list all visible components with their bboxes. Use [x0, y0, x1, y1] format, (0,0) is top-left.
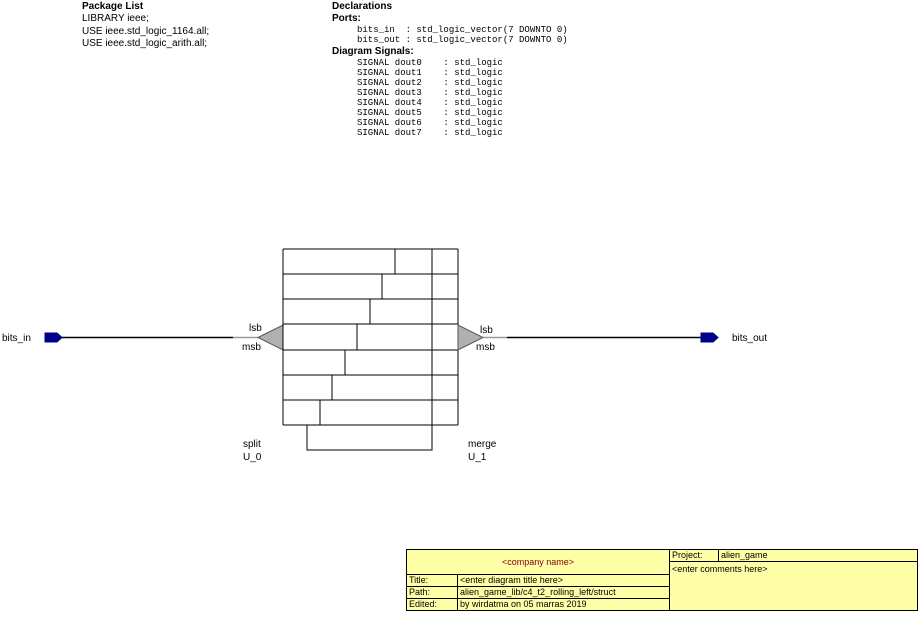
- signal-declaration: SIGNAL dout6 : std_logic: [357, 118, 503, 128]
- declarations-title: Declarations: [332, 1, 393, 12]
- signal-net[interactable]: [283, 298, 458, 325]
- company-name-cell[interactable]: <company name>: [406, 549, 670, 575]
- signal-net[interactable]: [283, 323, 458, 351]
- merge-ripper-icon[interactable]: [457, 324, 485, 351]
- split-msb-label: msb: [242, 342, 261, 353]
- port-declaration: bits_out : std_logic_vector(7 DOWNTO 0): [357, 35, 568, 45]
- signal-net[interactable]: [283, 249, 396, 275]
- signal-declaration: SIGNAL dout7 : std_logic: [357, 128, 503, 138]
- signal-declaration: SIGNAL dout0 : std_logic: [357, 58, 503, 68]
- signal-declaration: SIGNAL dout5 : std_logic: [357, 108, 503, 118]
- package-list-title: Package List: [82, 1, 144, 12]
- package-line: LIBRARY ieee;: [82, 13, 149, 24]
- output-port-icon[interactable]: [700, 332, 719, 343]
- edited-label: Edited:: [406, 598, 458, 611]
- signal-net[interactable]: [283, 399, 458, 426]
- merge-msb-label: msb: [476, 342, 495, 353]
- port-declaration: bits_in : std_logic_vector(7 DOWNTO 0): [357, 25, 568, 35]
- signals-title: Diagram Signals:: [332, 46, 414, 57]
- signal-declaration: SIGNAL dout2 : std_logic: [357, 78, 503, 88]
- split-name-label: split: [243, 439, 261, 450]
- input-port-label: bits_in: [2, 333, 31, 344]
- ports-title: Ports:: [332, 13, 361, 24]
- edited-value[interactable]: by wirdatma on 05 marras 2019: [457, 598, 670, 611]
- split-lsb-label: lsb: [249, 323, 262, 334]
- package-line: USE ieee.std_logic_1164.all;: [82, 26, 210, 37]
- signal-declaration: SIGNAL dout1 : std_logic: [357, 68, 503, 78]
- package-line: USE ieee.std_logic_arith.all;: [82, 38, 208, 49]
- signal-net[interactable]: [306, 249, 458, 451]
- signal-declaration: SIGNAL dout3 : std_logic: [357, 88, 503, 98]
- signal-declaration: SIGNAL dout4 : std_logic: [357, 98, 503, 108]
- signal-net[interactable]: [283, 374, 458, 401]
- merge-name-label: merge: [468, 439, 497, 450]
- signal-net[interactable]: [283, 349, 458, 376]
- signal-net[interactable]: [283, 273, 458, 300]
- title-block: <company name> Project: alien_game <ente…: [406, 549, 918, 611]
- comments-cell[interactable]: <enter comments here>: [669, 561, 918, 611]
- output-port-label: bits_out: [732, 333, 767, 344]
- split-instance-label: U_0: [243, 452, 262, 463]
- merge-instance-label: U_1: [468, 452, 487, 463]
- merge-lsb-label: lsb: [480, 325, 493, 336]
- input-port-icon[interactable]: [44, 332, 63, 343]
